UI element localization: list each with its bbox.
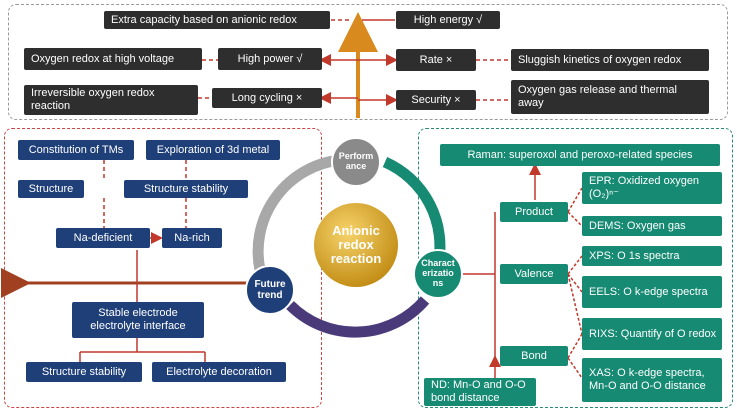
- box-high-energy: High energy √: [396, 11, 500, 29]
- box-structure: Structure: [18, 180, 84, 198]
- box-dems: DEMS: Oxygen gas: [582, 216, 722, 236]
- box-constitution-tms: Constitution of TMs: [18, 140, 134, 160]
- box-raman: Raman: superoxol and peroxo-related spec…: [440, 144, 720, 166]
- ring-segment-char-future: [286, 296, 430, 338]
- ring-segment-future-performance: [252, 154, 341, 272]
- box-electrolyte-decoration: Electrolyte decoration: [152, 362, 286, 382]
- box-rixs: RIXS: Quantify of O redox: [582, 318, 722, 350]
- performance-node-label: Perform ance: [338, 151, 374, 171]
- performance-node-circle: [331, 137, 381, 187]
- center-title: Anionic redox reaction: [330, 222, 382, 267]
- box-bond: Bond: [500, 346, 568, 366]
- box-stable-interface: Stable electrode electrolyte interface: [72, 302, 204, 338]
- box-eels: EELS: O k-edge spectra: [582, 276, 722, 308]
- box-oxygen-redox-high-voltage: Oxygen redox at high voltage: [24, 48, 202, 70]
- box-epr: EPR: Oxidized oxygen (O₂)ⁿ⁻: [582, 172, 722, 204]
- box-extra-capacity: Extra capacity based on anionic redox: [104, 11, 330, 29]
- box-product: Product: [500, 202, 568, 222]
- characterization-node-label: Charact erizatio ns: [421, 258, 455, 288]
- box-long-cycling: Long cycling ×: [212, 88, 322, 108]
- box-irreversible-oxygen-redox: Irreversible oxygen redox reaction: [24, 85, 198, 115]
- center-circle: [314, 203, 398, 287]
- performance-panel: [8, 4, 728, 120]
- box-valence: Valence: [500, 264, 568, 284]
- box-exploration-3d-metal: Exploration of 3d metal: [146, 140, 280, 160]
- box-structure-stability-bottom: Structure stability: [26, 362, 142, 382]
- box-na-deficient: Na-deficient: [56, 228, 150, 248]
- box-xas: XAS: O k-edge spectra, Mn-O and O-O dist…: [582, 358, 722, 402]
- box-structure-stability-top: Structure stability: [124, 180, 248, 198]
- future-node-circle: [245, 265, 295, 315]
- box-rate: Rate ×: [396, 49, 476, 71]
- box-high-power: High power √: [218, 48, 322, 70]
- characterization-node-circle: [413, 249, 463, 299]
- box-oxygen-gas-release: Oxygen gas release and thermal away: [511, 80, 709, 114]
- future-node-label: Future trend: [254, 279, 286, 301]
- box-sluggish-kinetics: Sluggish kinetics of oxygen redox: [511, 49, 709, 71]
- box-security: Security ×: [396, 90, 476, 110]
- box-nd: ND: Mn-O and O-O bond distance: [424, 378, 536, 406]
- box-na-rich: Na-rich: [162, 228, 222, 248]
- box-xps: XPS: O 1s spectra: [582, 246, 722, 266]
